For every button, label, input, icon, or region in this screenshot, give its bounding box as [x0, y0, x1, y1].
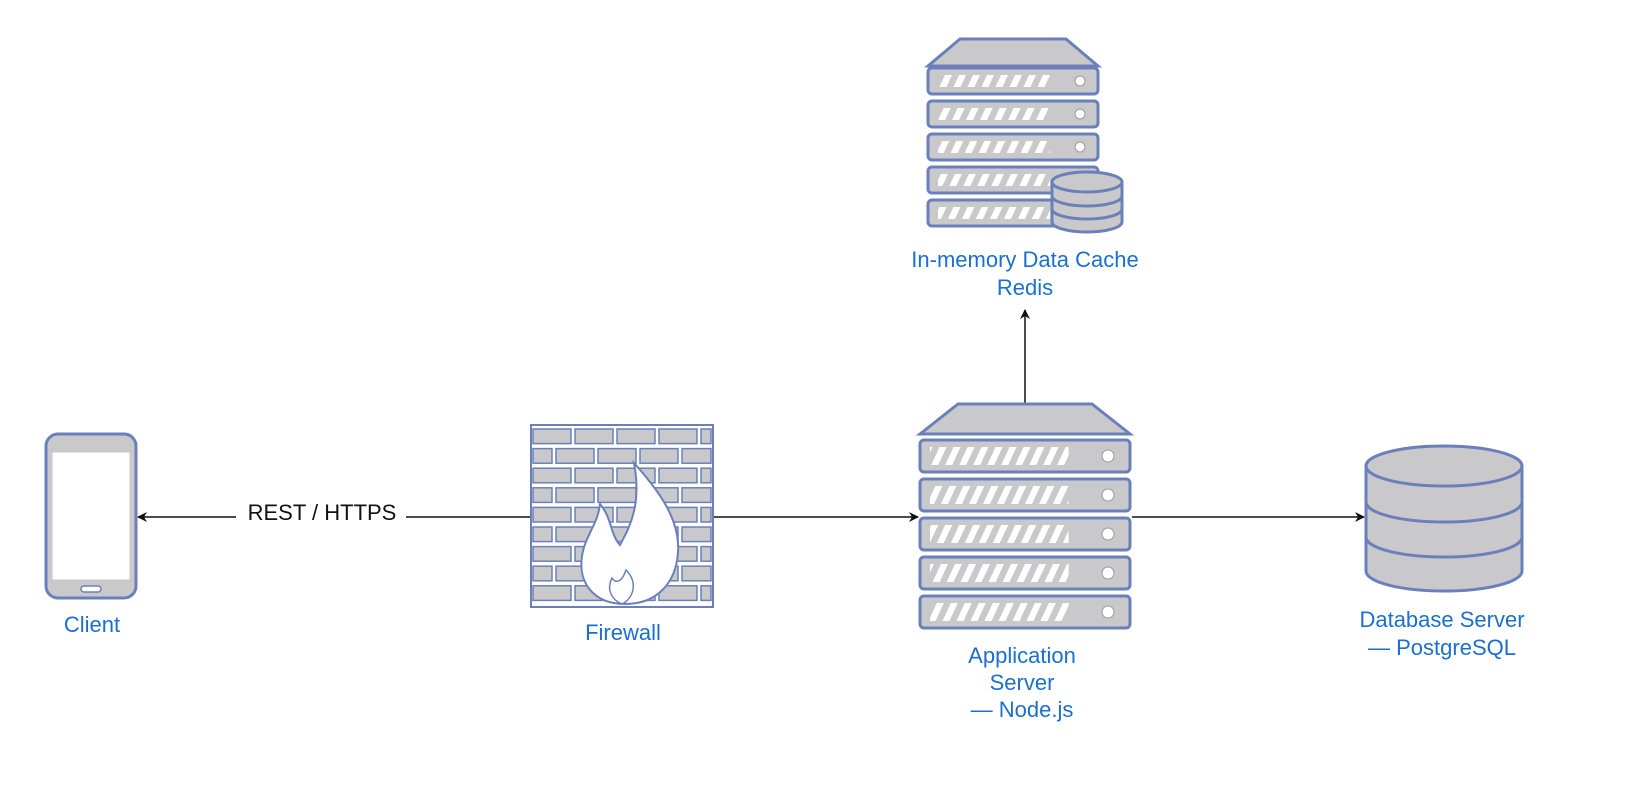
app-server-label-line2: Server [990, 670, 1055, 695]
smartphone-icon [44, 432, 138, 600]
mini-database-icon [1050, 170, 1124, 234]
client-label: Client [64, 612, 120, 637]
server-unit [918, 516, 1132, 552]
edge-label-rest-https: REST / HTTPS [248, 500, 397, 525]
server-unit [918, 555, 1132, 591]
app-server-label-line3: — Node.js [971, 697, 1074, 722]
app-server-node[interactable]: Application Server — Node.js [915, 402, 1135, 722]
database-label-line2: — PostgreSQL [1368, 635, 1516, 660]
cache-server-icon [923, 37, 1124, 234]
cache-label-line2: Redis [997, 275, 1053, 300]
flame-icon [580, 459, 680, 606]
firewall-label: Firewall [585, 620, 661, 645]
client-node[interactable]: Client [44, 432, 138, 637]
cache-label-line1: In-memory Data Cache [911, 247, 1138, 272]
server-unit [926, 66, 1100, 96]
server-unit [926, 99, 1100, 129]
server-unit [918, 477, 1132, 513]
cache-node[interactable]: In-memory Data Cache Redis [911, 37, 1139, 300]
firewall-icon [530, 424, 714, 608]
edge-client-firewall: REST / HTTPS [137, 500, 530, 525]
database-label-line1: Database Server [1359, 607, 1524, 632]
database-icon [1364, 444, 1524, 593]
server-unit [918, 438, 1132, 474]
database-node[interactable]: Database Server — PostgreSQL [1359, 444, 1525, 660]
server-unit [926, 132, 1100, 162]
server-unit [918, 594, 1132, 630]
app-server-label-line1: Application [968, 643, 1076, 668]
server-rack-icon [915, 402, 1135, 630]
firewall-node[interactable]: Firewall [530, 424, 714, 645]
